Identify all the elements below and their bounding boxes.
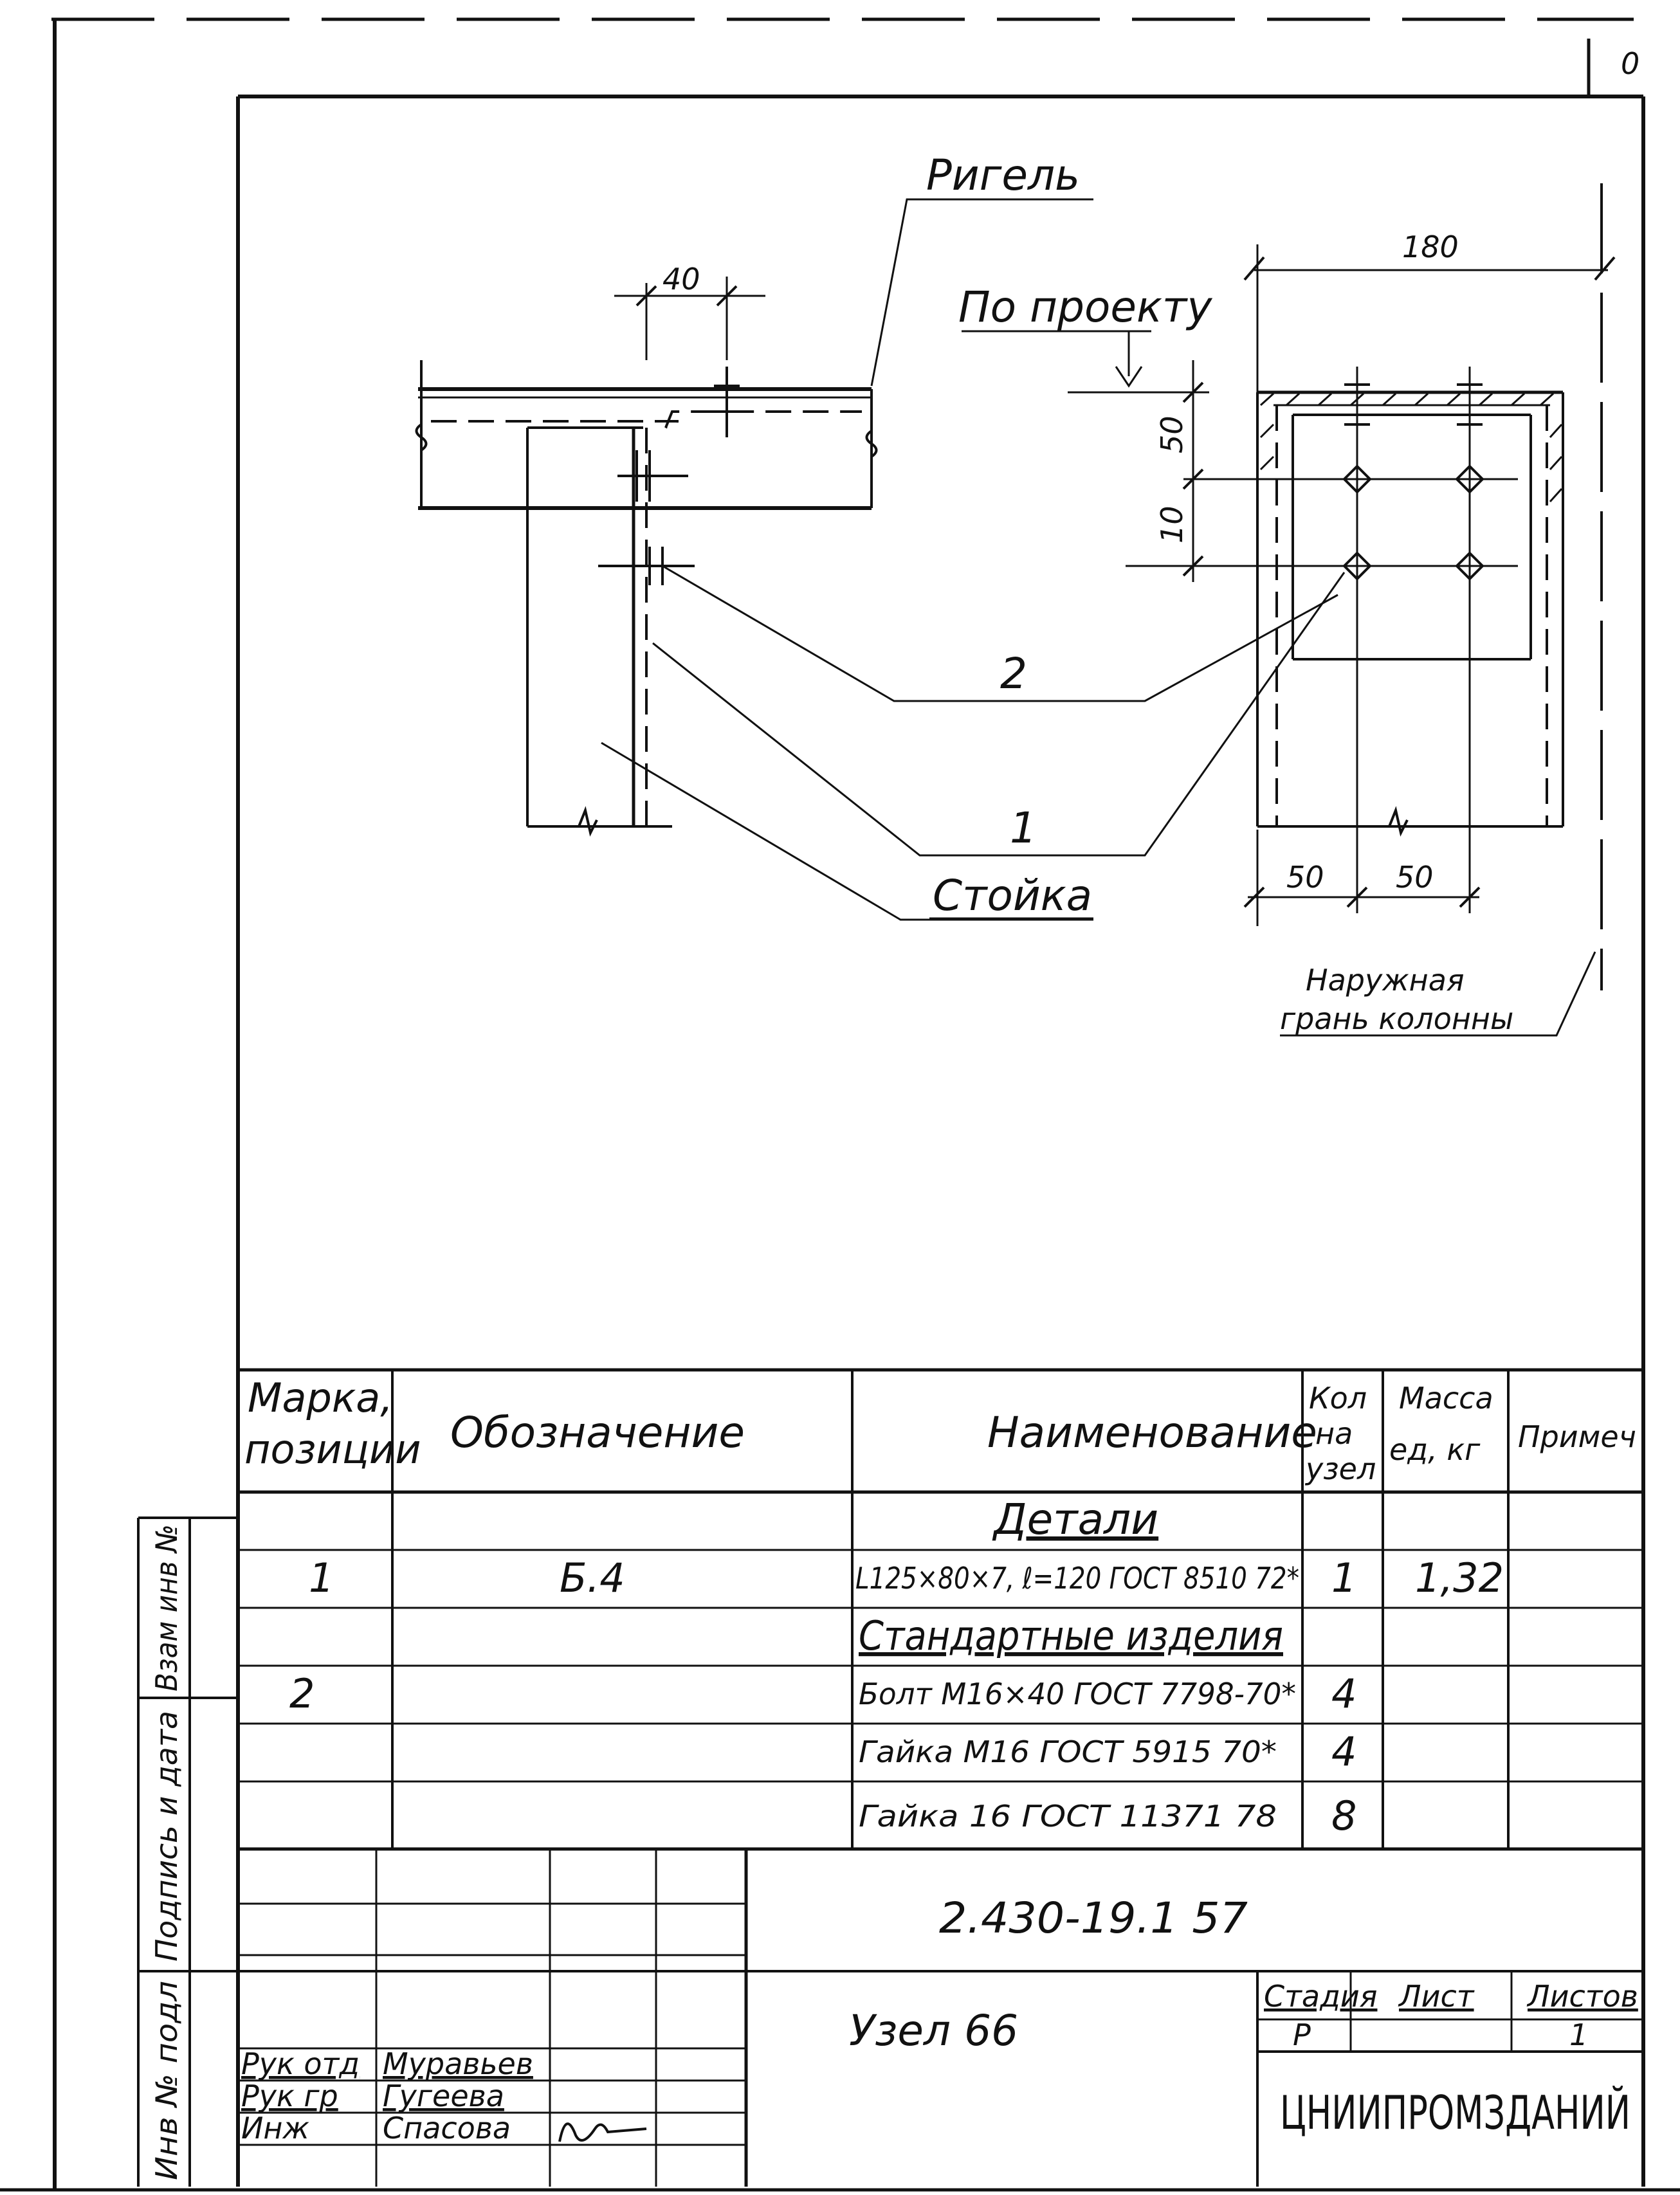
- stage-value: Р: [1293, 2017, 1311, 2052]
- bolt-hole: [1455, 464, 1484, 494]
- row-3-qty: 4: [1331, 1670, 1356, 1717]
- row-4-name: Гайка М16 ГОСТ 5915 70*: [859, 1735, 1277, 1769]
- section-left: 40 Ригель Стойка: [415, 150, 1093, 921]
- header-mass-line1: Масса: [1399, 1381, 1493, 1416]
- stamp-vz-inv: Взам инв №: [149, 1524, 184, 1691]
- header-name: Наименование: [987, 1408, 1317, 1457]
- callouts: 2 1: [652, 565, 1346, 857]
- row-2-name: Стандартные изделия: [859, 1612, 1283, 1659]
- bolt-hole: [1342, 551, 1372, 581]
- label-stoika: Стойка: [933, 871, 1092, 920]
- stamp-inv-podl: Инв № подл: [149, 1981, 184, 2180]
- margin-stamp: Взам инв № Подпись и дата Инв № подл: [137, 1516, 238, 2187]
- dim-10-vertical: 10: [1155, 505, 1189, 543]
- header-designation: Обозначение: [450, 1408, 745, 1457]
- dim-180: 180: [1402, 230, 1459, 264]
- document-title: Узел 66: [849, 2006, 1018, 2055]
- staff-role-0: Рук отд: [241, 2046, 360, 2081]
- dim-40: 40: [662, 262, 700, 296]
- label-outer-face-line1: Наружная: [1306, 963, 1465, 997]
- bolt-hole: [1455, 551, 1484, 581]
- dim-50-bottom-left: 50: [1286, 860, 1324, 895]
- header-qty-line2: на: [1315, 1416, 1353, 1451]
- header-note: Примеч: [1518, 1419, 1636, 1454]
- signature-mark: [558, 2122, 647, 2142]
- sheets-label: Листов: [1526, 1979, 1638, 2014]
- row-1-qty: 1: [1331, 1554, 1356, 1601]
- callout-2: 2: [1000, 649, 1027, 698]
- stamp-sign-date: Подпись и дата: [149, 1711, 184, 1962]
- row-1-designation: Б.4: [560, 1554, 625, 1601]
- header-mass-line2: ед, кг: [1389, 1432, 1481, 1467]
- header-qty-line3: узел: [1304, 1452, 1376, 1486]
- staff-role-2: Инж: [241, 2111, 309, 2145]
- row-3-name: Болт М16×40 ГОСТ 7798-70*: [859, 1677, 1296, 1711]
- sheets-value: 1: [1569, 2017, 1588, 2052]
- row-5-qty: 8: [1331, 1792, 1356, 1839]
- dim-50-vertical: 50: [1155, 415, 1189, 453]
- row-1-name: L125×80×7, ℓ=120 ГОСТ 8510 72*: [855, 1561, 1299, 1596]
- title-block: 2.430-19.1 57 Узел 66 Стадия Лист Листов…: [238, 1849, 1643, 2187]
- label-outer-face-line2: грань колонны: [1280, 1001, 1513, 1036]
- label-by-project: По проекту: [958, 282, 1212, 332]
- staff-role-1: Рук гр: [241, 2079, 338, 2113]
- header-qty-line1: Кол: [1309, 1381, 1367, 1416]
- callout-1: 1: [1010, 803, 1037, 853]
- hatching: [1259, 392, 1563, 503]
- document-code: 2.430-19.1 57: [939, 1893, 1248, 1943]
- header-mark-line1: Марка,: [248, 1374, 393, 1421]
- header-mark-line2: позиции: [244, 1426, 421, 1473]
- staff-name-2: Спасова: [383, 2111, 511, 2145]
- organization: ЦНИИПРОМЗДАНИЙ: [1280, 2086, 1630, 2140]
- label-rigel: Ригель: [926, 150, 1080, 200]
- row-1-mark: 1: [309, 1554, 334, 1601]
- row-4-qty: 4: [1331, 1728, 1356, 1775]
- sheet-number: 0: [1621, 46, 1639, 81]
- spec-table: Марка, позиции Обозначение Наименование …: [238, 1368, 1643, 1851]
- sheet-label: Лист: [1398, 1979, 1475, 2014]
- staff-name-1: Гугеева: [383, 2079, 504, 2113]
- row-3-mark: 2: [289, 1670, 315, 1717]
- row-1-mass: 1,32: [1415, 1554, 1504, 1601]
- section-right: 180: [958, 183, 1616, 1037]
- bolt-hole: [1342, 464, 1372, 494]
- row-5-name: Гайка 16 ГОСТ 11371 78: [859, 1799, 1277, 1834]
- staff-name-0: Муравьев: [383, 2046, 533, 2081]
- row-0-name: Детали: [992, 1495, 1158, 1544]
- dim-50-bottom-right: 50: [1396, 860, 1434, 895]
- stage-label: Стадия: [1264, 1979, 1377, 2014]
- sheet-border: 0: [0, 17, 1680, 2192]
